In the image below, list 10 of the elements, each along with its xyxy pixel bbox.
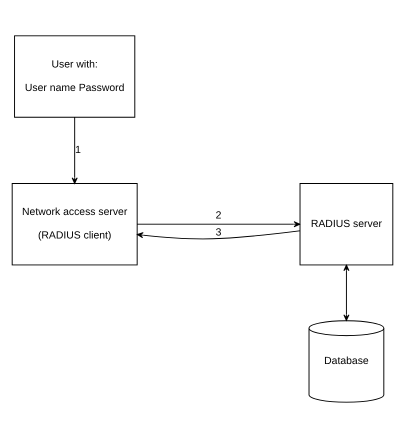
node-box: Network access server (RADIUS client) <box>12 182 138 265</box>
arrow <box>136 220 300 227</box>
edge-label: 2 <box>216 210 222 221</box>
edge-label: 1 <box>75 144 81 156</box>
arrow <box>343 264 350 320</box>
arrow <box>136 230 300 239</box>
arrow <box>72 116 78 184</box>
edge-label: 3 <box>216 226 222 238</box>
node-box: User with: User name Password <box>14 34 136 118</box>
node-box: RADIUS server <box>300 182 394 265</box>
